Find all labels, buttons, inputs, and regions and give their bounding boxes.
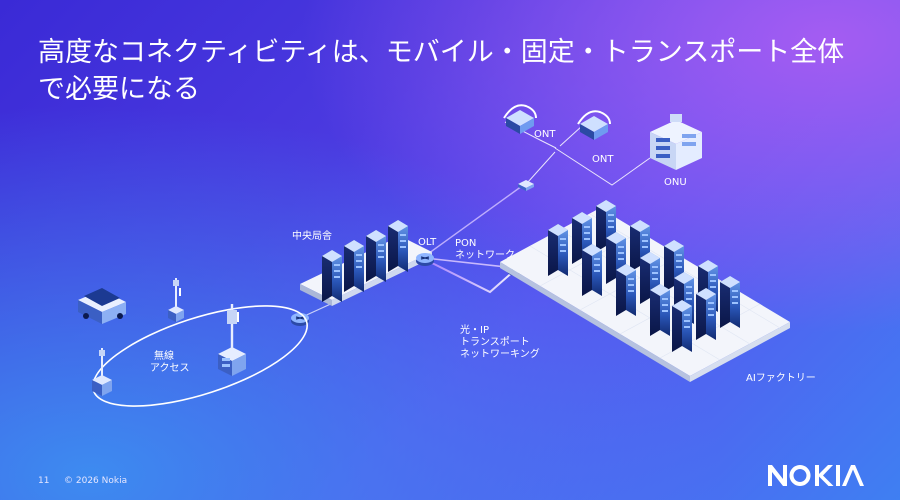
nokia-logo	[768, 465, 864, 486]
label-optical-3: ネットワーキング	[460, 349, 540, 360]
label-wireless-2: アクセス	[150, 363, 190, 374]
label-central-office: 中央局舎	[292, 231, 332, 242]
label-pon-1: PON	[455, 238, 477, 249]
slide-title: 高度なコネクティビティは、モバイル・固定・トランスポート全体で必要になる	[38, 37, 845, 105]
label-optical-1: 光・IP	[460, 325, 489, 336]
label-optical-2: トランスポート	[460, 337, 530, 348]
cell-tower-icon	[92, 348, 112, 396]
cell-tower-icon	[168, 278, 184, 322]
building-onu-icon	[650, 114, 702, 170]
label-wireless-1: 無線	[154, 351, 174, 362]
label-onu: ONU	[664, 177, 687, 188]
antenna-icon	[179, 288, 239, 322]
house-ont-icon	[577, 110, 611, 140]
label-ont-mid: ONT	[592, 154, 614, 165]
splitter-icon	[518, 180, 534, 191]
label-olt: OLT	[418, 237, 437, 248]
label-ai-factory: AIファクトリー	[746, 373, 816, 384]
label-ont-top: ONT	[534, 129, 556, 140]
copyright: © 2026 Nokia	[64, 476, 128, 486]
house-ont-icon	[503, 104, 537, 134]
router-icon	[415, 252, 435, 267]
cell-tower-icon	[218, 304, 246, 376]
autonomous-vehicle-icon	[78, 288, 126, 324]
label-pon-2: ネットワーク	[455, 250, 515, 261]
page-number: 11	[38, 476, 50, 486]
